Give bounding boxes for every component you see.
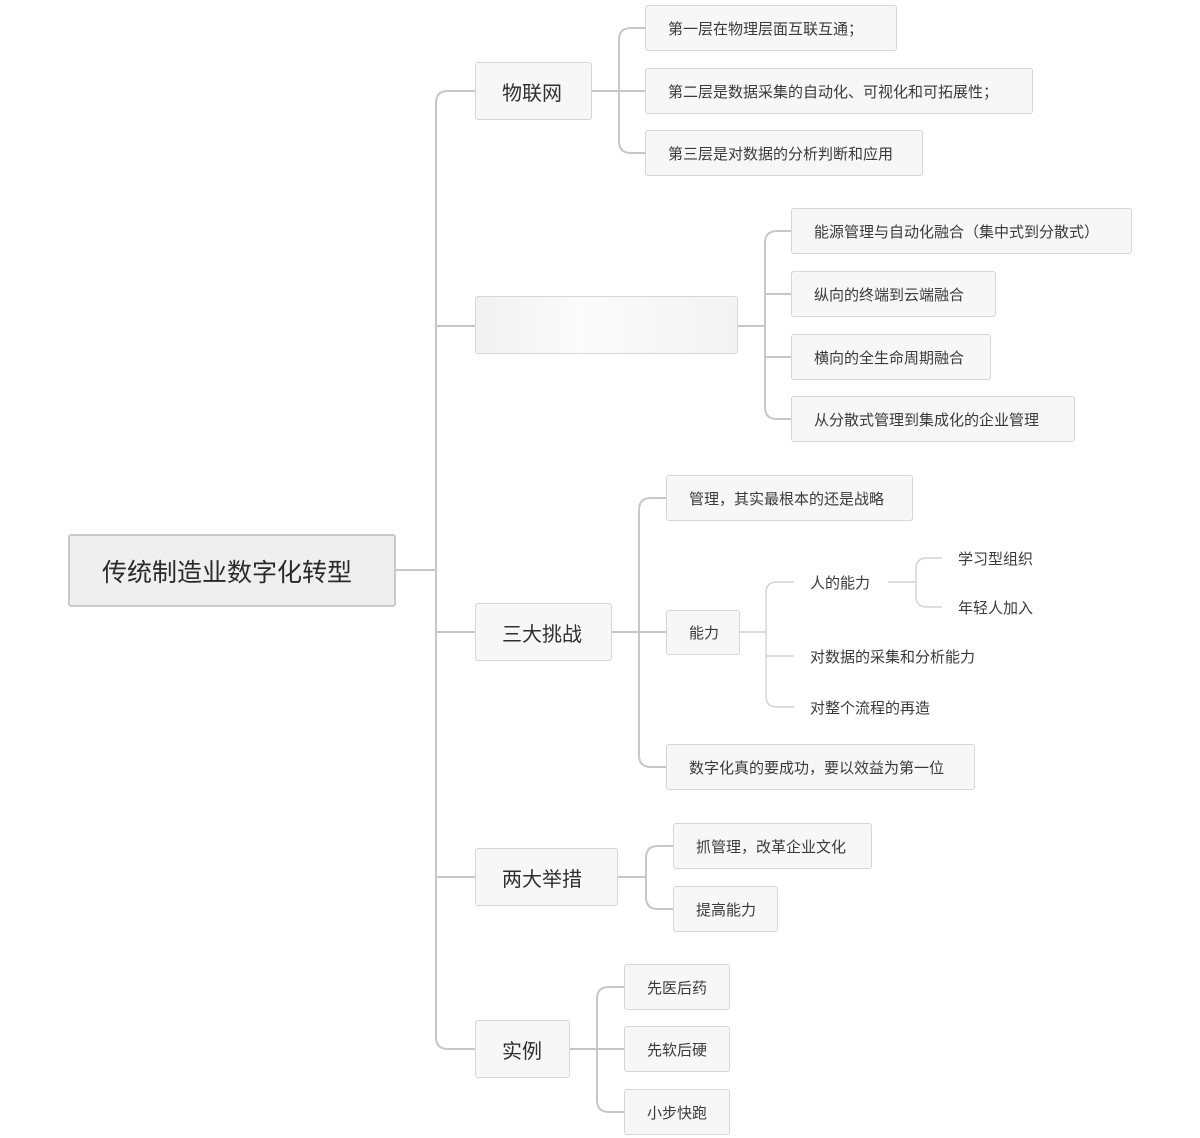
fusion-child-1-label: 能源管理与自动化融合（集中式到分散式） [814, 222, 1100, 241]
challenge-strategy-label: 管理，其实最根本的还是战略 [689, 489, 885, 508]
branch-measures[interactable]: 两大举措 [475, 848, 618, 906]
challenge-benefit[interactable]: 数字化真的要成功，要以效益为第一位 [666, 744, 975, 790]
connector-people [888, 557, 942, 608]
branch-iot-label: 物联网 [502, 80, 562, 105]
example-2-label: 先软后硬 [647, 1040, 708, 1059]
challenge-ability[interactable]: 能力 [666, 610, 740, 655]
example-3-label: 小步快跑 [647, 1103, 708, 1122]
connector-fusion [738, 230, 791, 420]
iot-child-2[interactable]: 第二层是数据采集的自动化、可视化和可拓展性； [645, 68, 1033, 114]
people-learning-org-label: 学习型组织 [958, 549, 1034, 568]
example-2[interactable]: 先软后硬 [624, 1026, 730, 1072]
people-young[interactable]: 年轻人加入 [958, 595, 1033, 619]
ability-people[interactable]: 人的能力 [810, 570, 870, 594]
branch-examples-label: 实例 [502, 1038, 542, 1063]
measure-culture[interactable]: 抓管理，改革企业文化 [673, 823, 872, 869]
connector-iot [592, 27, 645, 154]
example-1[interactable]: 先医后药 [624, 964, 730, 1010]
root-label: 传统制造业数字化转型 [102, 557, 353, 587]
root-node[interactable]: 传统制造业数字化转型 [68, 534, 396, 607]
ability-data-label: 对数据的采集和分析能力 [810, 647, 976, 666]
connector-challenges [612, 497, 666, 768]
connector-ability [740, 581, 794, 708]
iot-child-2-label: 第二层是数据采集的自动化、可视化和可拓展性； [668, 82, 999, 101]
ability-process[interactable]: 对整个流程的再造 [810, 695, 930, 719]
connector-examples [570, 986, 624, 1113]
ability-data[interactable]: 对数据的采集和分析能力 [810, 644, 975, 668]
fusion-child-2-label: 纵向的终端到云端融合 [814, 285, 965, 304]
fusion-child-3[interactable]: 横向的全生命周期融合 [791, 334, 991, 380]
fusion-child-3-label: 横向的全生命周期融合 [814, 348, 965, 367]
fusion-child-4[interactable]: 从分散式管理到集成化的企业管理 [791, 396, 1075, 442]
measure-culture-label: 抓管理，改革企业文化 [696, 837, 847, 856]
example-3[interactable]: 小步快跑 [624, 1089, 730, 1135]
branch-examples[interactable]: 实例 [475, 1020, 570, 1078]
branch-iot[interactable]: 物联网 [475, 62, 592, 120]
ability-people-label: 人的能力 [810, 573, 871, 592]
branch-measures-label: 两大举措 [502, 866, 582, 891]
people-young-label: 年轻人加入 [958, 598, 1034, 617]
branch-obscured[interactable] [475, 296, 738, 354]
iot-child-3-label: 第三层是对数据的分析判断和应用 [668, 144, 894, 163]
branch-challenges-label: 三大挑战 [502, 621, 582, 646]
challenge-ability-label: 能力 [689, 624, 720, 642]
fusion-child-4-label: 从分散式管理到集成化的企业管理 [814, 410, 1040, 429]
challenge-benefit-label: 数字化真的要成功，要以效益为第一位 [689, 758, 945, 777]
iot-child-1[interactable]: 第一层在物理层面互联互通； [645, 5, 897, 51]
example-1-label: 先医后药 [647, 978, 708, 997]
iot-child-3[interactable]: 第三层是对数据的分析判断和应用 [645, 130, 923, 176]
measure-ability[interactable]: 提高能力 [673, 886, 778, 932]
iot-child-1-label: 第一层在物理层面互联互通； [668, 19, 864, 38]
challenge-strategy[interactable]: 管理，其实最根本的还是战略 [666, 475, 913, 521]
fusion-child-2[interactable]: 纵向的终端到云端融合 [791, 271, 996, 317]
connector-measures [618, 845, 673, 910]
ability-process-label: 对整个流程的再造 [810, 698, 931, 717]
branch-challenges[interactable]: 三大挑战 [475, 603, 612, 661]
connector-trunk [435, 90, 449, 1050]
measure-ability-label: 提高能力 [696, 900, 757, 919]
fusion-child-1[interactable]: 能源管理与自动化融合（集中式到分散式） [791, 208, 1132, 254]
people-learning-org[interactable]: 学习型组织 [958, 546, 1033, 570]
